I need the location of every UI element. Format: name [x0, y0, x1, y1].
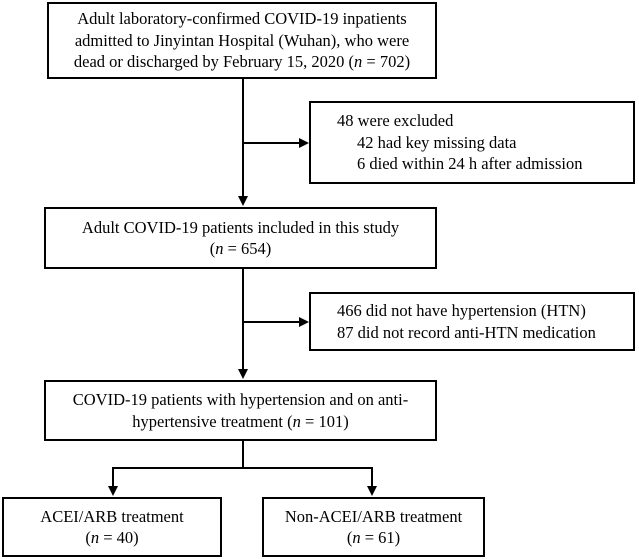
exclusion-1-line-1: 48 were excluded [337, 111, 454, 131]
included-count-value: = 654) [223, 239, 272, 258]
exclusion-2-line-1: 466 did not have hypertension (HTN) [337, 301, 586, 321]
exclusion-1-line-3: 6 died within 24 h after admission [357, 154, 583, 174]
connector-to-exclusion-1 [242, 142, 299, 144]
arrowhead-into-left-arm [108, 486, 118, 496]
exclusion-box-1: 48 were excluded 42 had key missing data… [309, 101, 635, 184]
connector-split-to-right-arm [371, 467, 373, 487]
hypertension-cohort-box: COVID-19 patients with hypertension and … [44, 380, 437, 441]
enrollment-count-value: = 702) [362, 52, 411, 72]
n-italic: n [354, 52, 363, 72]
enrollment-box: Adult laboratory-confirmed COVID-19 inpa… [47, 2, 437, 79]
right-arm-paren-open: ( [346, 528, 353, 547]
hypertension-line-2-text: hypertensive treatment ( [132, 411, 293, 431]
hypertension-count-value: = 101) [300, 411, 349, 431]
exclusion-box-2: 466 did not have hypertension (HTN) 87 d… [309, 292, 635, 351]
connector-hypertension-to-split [242, 441, 244, 468]
right-arm-line-2: (n = 61) [347, 527, 400, 548]
included-box: Adult COVID-19 patients included in this… [44, 207, 437, 269]
arrowhead-into-exclusion-1 [299, 138, 309, 148]
n-italic: n [292, 411, 301, 431]
connector-included-to-hypertension [242, 269, 244, 370]
non-acei-arb-arm-box: Non-ACEI/ARB treatment (n = 61) [262, 497, 485, 557]
n-italic: n [90, 528, 100, 547]
split-bar-treatment-arms [112, 467, 373, 469]
hypertension-line-2: hypertensive treatment (n = 101) [132, 411, 348, 432]
left-arm-line-2: (n = 40) [85, 527, 138, 548]
enrollment-line-1: Adult laboratory-confirmed COVID-19 inpa… [77, 9, 407, 29]
arrowhead-into-included-box [238, 196, 248, 206]
hypertension-line-1: COVID-19 patients with hypertension and … [72, 390, 409, 410]
left-arm-paren-open: ( [85, 528, 91, 547]
n-italic: n [215, 239, 224, 258]
arrowhead-into-hypertension-box [238, 369, 248, 379]
left-arm-line-1: ACEI/ARB treatment [40, 506, 184, 526]
right-arm-line-1: Non-ACEI/ARB treatment [284, 506, 463, 526]
enrollment-line-2: admitted to Jinyintan Hospital (Wuhan), … [74, 30, 410, 50]
left-arm-count-value: = 40) [99, 528, 139, 547]
exclusion-2-line-2: 87 did not record anti-HTN medication [337, 322, 596, 342]
connector-to-exclusion-2 [242, 321, 299, 323]
included-line-1: Adult COVID-19 patients included in this… [81, 217, 400, 237]
connector-split-to-left-arm [112, 467, 114, 487]
exclusion-1-line-2: 42 had key missing data [357, 132, 517, 152]
arrowhead-into-right-arm [367, 486, 377, 496]
connector-enrollment-to-included [242, 79, 244, 197]
included-paren-open: ( [209, 239, 216, 258]
arrowhead-into-exclusion-2 [299, 317, 309, 327]
acei-arb-arm-box: ACEI/ARB treatment (n = 40) [2, 497, 222, 557]
enrollment-line-3-text: dead or discharged by February 15, 2020 … [73, 52, 355, 72]
n-italic: n [352, 528, 361, 547]
right-arm-count-value: = 61) [360, 528, 401, 547]
included-line-2: (n = 654) [210, 238, 272, 259]
enrollment-line-3: dead or discharged by February 15, 2020 … [74, 51, 410, 72]
